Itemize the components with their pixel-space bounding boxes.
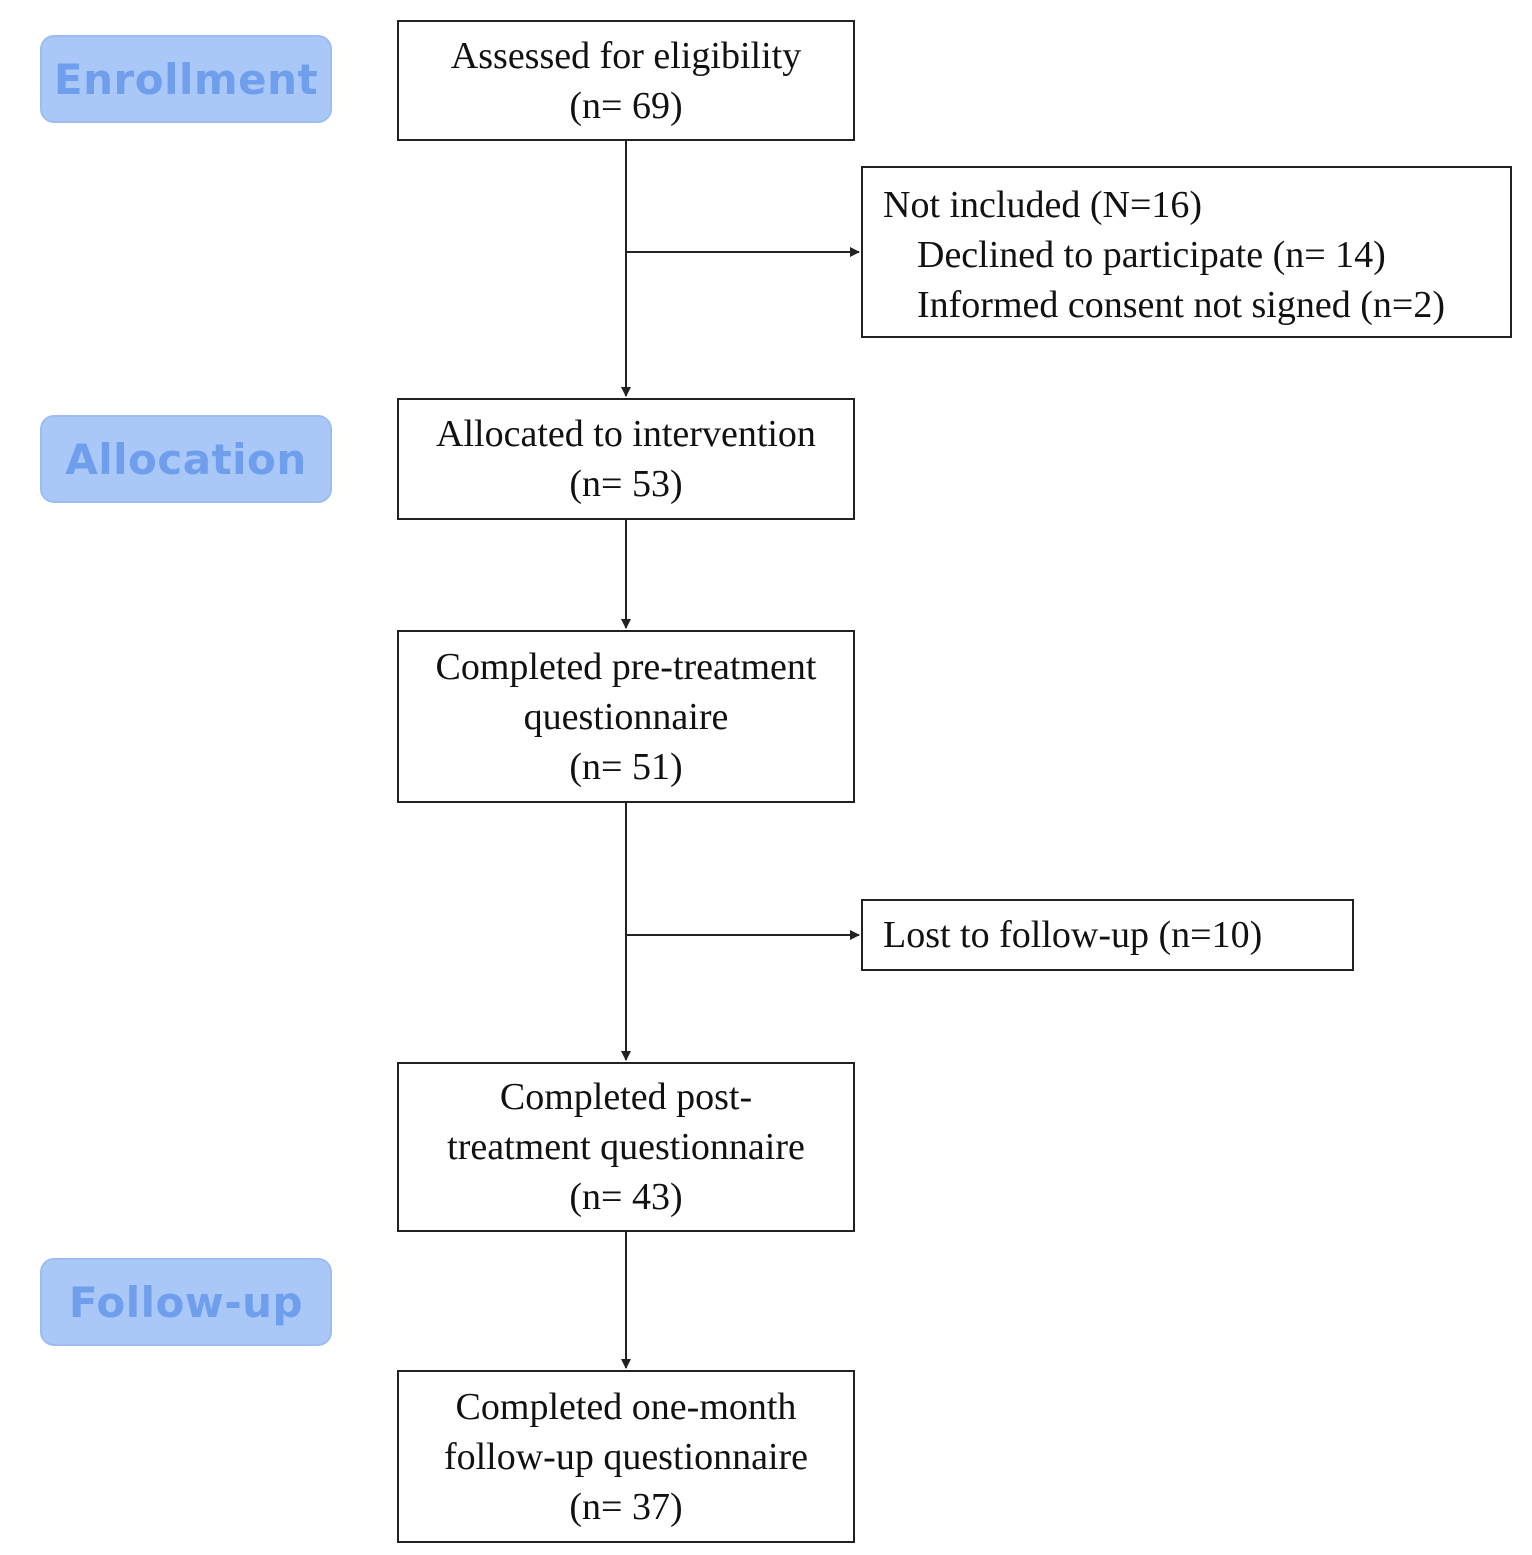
posttreatment-count: (n= 43): [569, 1176, 683, 1218]
not-included-title: Not included (N=16): [883, 184, 1203, 226]
onemonth-count: (n= 37): [569, 1485, 683, 1528]
allocated-label: Allocated to intervention: [436, 413, 816, 455]
lost-followup-label: Lost to follow-up (n=10): [883, 914, 1263, 956]
pretreatment-label-1: Completed pre-treatment: [435, 645, 817, 688]
allocated-count: (n= 53): [569, 463, 683, 505]
declined-item: Declined to participate (n= 14): [917, 234, 1386, 276]
assessed-label: Assessed for eligibility: [450, 34, 802, 77]
not-included-box: Not included (N=16) Declined to particip…: [861, 166, 1512, 338]
enrollment-stage-label: Enrollment: [40, 35, 332, 123]
pretreatment-box: Completed pre-treatment questionnaire (n…: [397, 630, 855, 803]
allocated-box: Allocated to intervention (n= 53): [397, 398, 855, 520]
pretreatment-count: (n= 51): [569, 745, 683, 788]
onemonth-label-1: Completed one-month: [455, 1385, 797, 1428]
lost-followup-box: Lost to follow-up (n=10): [861, 899, 1354, 971]
pretreatment-label-2: questionnaire: [523, 695, 729, 738]
followup-stage-label: Follow-up: [40, 1258, 332, 1346]
allocation-stage-label: Allocation: [40, 415, 332, 503]
assessed-box: Assessed for eligibility (n= 69): [397, 20, 855, 141]
posttreatment-box: Completed post- treatment questionnaire …: [397, 1062, 855, 1232]
consent-item: Informed consent not signed (n=2): [917, 284, 1445, 326]
assessed-count: (n= 69): [569, 84, 683, 127]
onemonth-label-2: follow-up questionnaire: [443, 1435, 809, 1478]
posttreatment-label-1: Completed post-: [499, 1076, 753, 1118]
onemonth-box: Completed one-month follow-up questionna…: [397, 1370, 855, 1543]
posttreatment-label-2: treatment questionnaire: [447, 1126, 805, 1168]
